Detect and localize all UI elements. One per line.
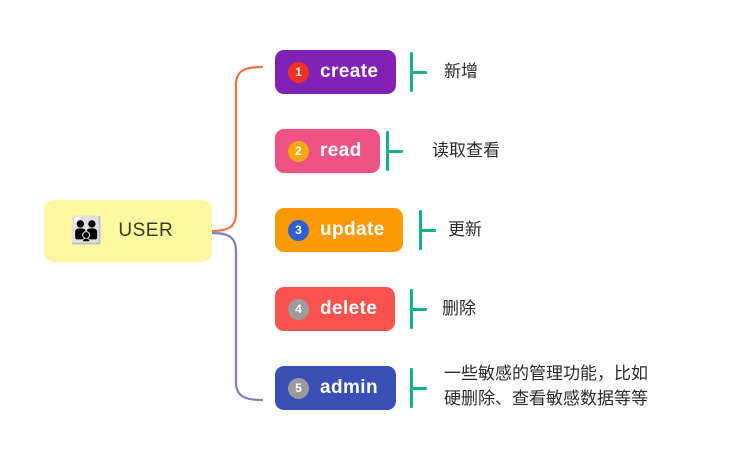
tick-vertical-bar — [410, 52, 413, 92]
pill-update[interactable]: 3 update — [275, 208, 403, 252]
tick-vertical-bar — [386, 131, 389, 171]
tick-horizontal-bar — [412, 71, 427, 74]
pill-create[interactable]: 1 create — [275, 50, 397, 94]
badge-number-5: 5 — [288, 377, 309, 399]
description-read: 读取查看 — [432, 141, 500, 161]
pill-delete[interactable]: 4 delete — [275, 287, 396, 331]
pill-read[interactable]: 2 read — [275, 129, 380, 173]
curve-to-admin-path — [210, 231, 264, 402]
badge-number-4: 4 — [288, 298, 309, 320]
branch-node-update[interactable]: 3 update — [275, 208, 403, 252]
tick-vertical-bar — [410, 289, 413, 329]
description-update: 更新 — [448, 220, 482, 240]
branch-node-read[interactable]: 2 read — [275, 129, 380, 173]
pill-label-read: read — [320, 140, 362, 161]
curve-to-create-path — [210, 65, 264, 233]
pill-label-create: create — [320, 61, 379, 82]
tick-horizontal-bar — [388, 150, 403, 153]
description-create: 新增 — [444, 62, 478, 82]
tick-horizontal-bar — [412, 387, 427, 390]
badge-number-2: 2 — [288, 140, 309, 162]
badge-number-1: 1 — [288, 61, 309, 83]
root-node-label: USER — [118, 220, 174, 241]
pill-admin[interactable]: 5 admin — [275, 366, 396, 410]
tick-vertical-bar — [419, 210, 422, 250]
root-node-user[interactable]: 👪 USER — [44, 200, 212, 262]
tick-vertical-bar — [410, 368, 413, 408]
tick-create — [410, 52, 428, 92]
pill-label-admin: admin — [320, 377, 378, 398]
pill-label-delete: delete — [320, 298, 378, 319]
branch-node-create[interactable]: 1 create — [275, 50, 397, 94]
tick-read — [386, 131, 404, 171]
description-delete: 删除 — [442, 299, 476, 319]
family-people-icon: 👪 — [70, 216, 103, 246]
branch-node-admin[interactable]: 5 admin — [275, 366, 396, 410]
pill-label-update: update — [320, 219, 385, 240]
tick-horizontal-bar — [421, 229, 436, 232]
badge-number-3: 3 — [288, 219, 309, 241]
tick-delete — [410, 289, 428, 329]
tick-horizontal-bar — [412, 308, 427, 311]
tick-update — [419, 210, 437, 250]
branch-node-delete[interactable]: 4 delete — [275, 287, 396, 331]
tick-admin — [410, 368, 428, 408]
description-admin: 一些敏感的管理功能，比如 硬删除、查看敏感数据等等 — [444, 364, 648, 409]
